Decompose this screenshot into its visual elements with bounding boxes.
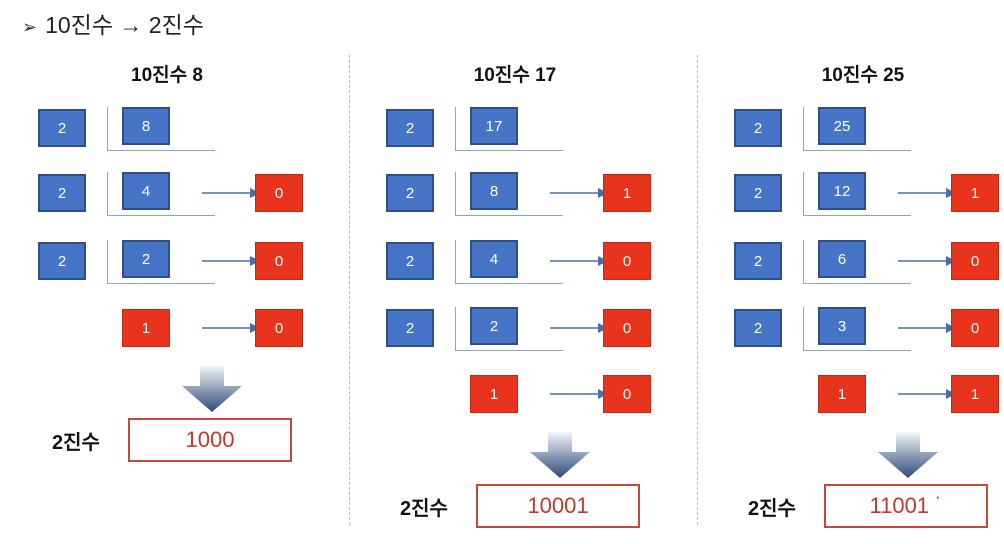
division-bracket	[107, 240, 215, 284]
result-box: 11001 ˙	[824, 484, 988, 528]
remainder-box: 0	[603, 375, 651, 413]
quotient-box: 17	[470, 107, 518, 145]
column-title: 10진수 25	[821, 65, 905, 86]
remainder-box: 1	[951, 174, 999, 212]
divisor-box: 2	[386, 309, 434, 347]
remainder-arrow	[898, 188, 956, 198]
remainder-box: 1	[603, 174, 651, 212]
quotient-box: 2	[470, 307, 518, 345]
quotient-box: 4	[470, 240, 518, 278]
divisor-box: 2	[734, 242, 782, 280]
division-bracket	[455, 107, 563, 151]
division-bracket	[107, 172, 215, 216]
divisor-box: 2	[38, 242, 86, 280]
result-box: 1000	[128, 418, 292, 462]
remainder-arrow	[550, 188, 608, 198]
remainder-box: 0	[255, 242, 303, 280]
remainder-arrow	[898, 389, 956, 399]
divisor-box: 2	[734, 309, 782, 347]
quotient-box: 6	[818, 240, 866, 278]
final-quotient-box: 1	[470, 375, 518, 413]
remainder-arrow	[550, 323, 608, 333]
remainder-box: 0	[951, 242, 999, 280]
division-bracket	[803, 172, 911, 216]
result-label: 2진수	[400, 498, 448, 520]
remainder-box: 0	[603, 309, 651, 347]
divisor-box: 2	[386, 109, 434, 147]
quotient-box: 8	[122, 107, 170, 145]
down-arrow-icon	[878, 432, 938, 478]
division-bracket	[803, 307, 911, 351]
remainder-arrow	[202, 256, 260, 266]
page-header: ➢ 10진수 → 2진수	[22, 6, 204, 40]
division-bracket	[803, 240, 911, 284]
remainder-box: 1	[951, 375, 999, 413]
division-bracket	[455, 307, 563, 351]
divisor-box: 2	[734, 109, 782, 147]
division-bracket	[107, 107, 215, 151]
header-text: 10진수 → 2진수	[45, 12, 204, 38]
remainder-arrow	[898, 323, 956, 333]
divisor-box: 2	[38, 174, 86, 212]
column-title: 10진수 8	[131, 65, 203, 86]
column-title: 10진수 17	[473, 65, 557, 86]
remainder-arrow	[202, 188, 260, 198]
remainder-arrow	[898, 256, 956, 266]
result-label: 2진수	[748, 498, 796, 520]
remainder-box: 0	[603, 242, 651, 280]
quotient-box: 12	[818, 172, 866, 210]
column-divider-1	[349, 55, 350, 525]
remainder-box: 0	[951, 309, 999, 347]
quotient-box: 4	[122, 172, 170, 210]
quotient-box: 25	[818, 107, 866, 145]
divisor-box: 2	[386, 242, 434, 280]
division-bracket	[455, 240, 563, 284]
quotient-box: 2	[122, 240, 170, 278]
down-arrow-icon	[182, 366, 242, 412]
bullet-arrow-icon: ➢	[22, 17, 38, 37]
divisor-box: 2	[386, 174, 434, 212]
quotient-box: 8	[470, 172, 518, 210]
remainder-arrow	[550, 389, 608, 399]
quotient-box: 3	[818, 307, 866, 345]
remainder-arrow	[550, 256, 608, 266]
result-box: 10001	[476, 484, 640, 528]
division-bracket	[455, 172, 563, 216]
result-label: 2진수	[52, 432, 100, 454]
remainder-arrow	[202, 323, 260, 333]
remainder-box: 0	[255, 309, 303, 347]
final-quotient-box: 1	[122, 309, 170, 347]
divisor-box: 2	[734, 174, 782, 212]
final-quotient-box: 1	[818, 375, 866, 413]
divisor-box: 2	[38, 109, 86, 147]
column-divider-2	[697, 55, 698, 525]
remainder-box: 0	[255, 174, 303, 212]
down-arrow-icon	[530, 432, 590, 478]
division-bracket	[803, 107, 911, 151]
